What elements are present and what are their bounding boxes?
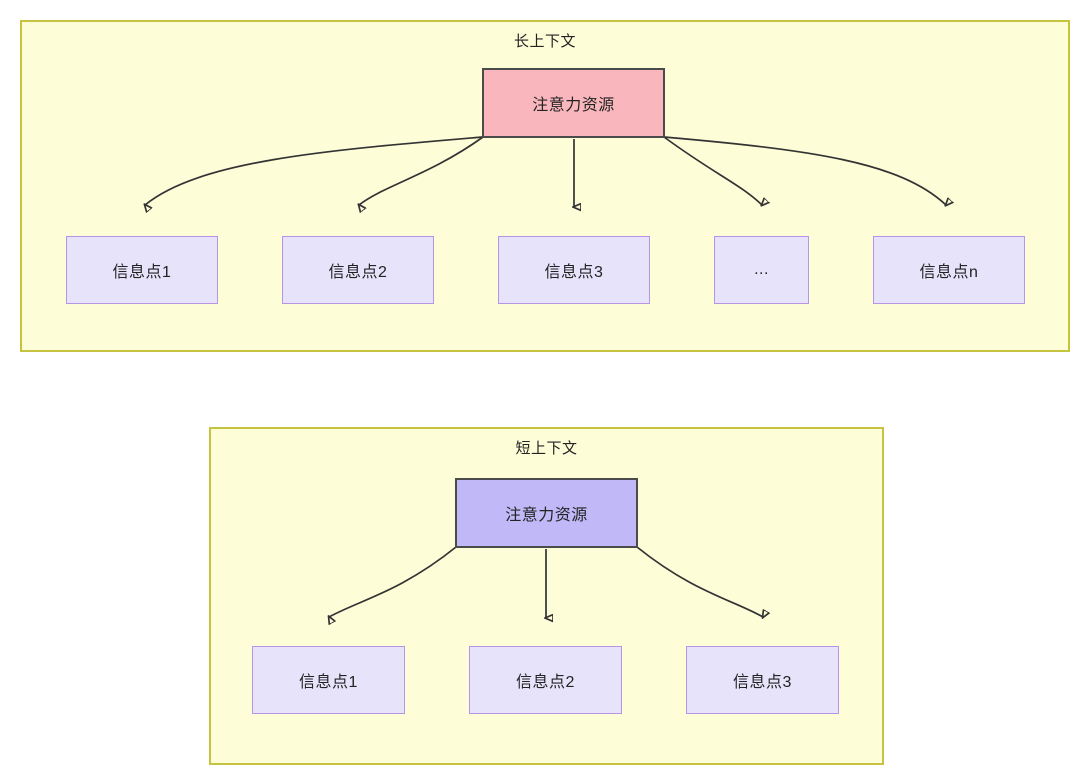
group-short-context-title: 短上下文 xyxy=(515,440,578,457)
node-long-info-2-label: 信息点2 xyxy=(328,264,388,281)
node-long-info-1[interactable]: 信息点1 xyxy=(66,236,218,304)
node-short-info-1-label: 信息点1 xyxy=(299,674,358,691)
node-long-info-2[interactable]: 信息点2 xyxy=(282,236,434,304)
group-long-context-title: 长上下文 xyxy=(513,33,576,50)
node-long-info-ellipsis[interactable]: ... xyxy=(714,236,809,304)
node-long-info-n[interactable]: 信息点n xyxy=(873,236,1025,304)
node-short-info-1[interactable]: 信息点1 xyxy=(252,646,405,714)
node-long-info-1-label: 信息点1 xyxy=(112,264,172,281)
node-short-info-3-label: 信息点3 xyxy=(733,674,792,691)
node-short-info-2-label: 信息点2 xyxy=(516,674,575,691)
node-short-info-2[interactable]: 信息点2 xyxy=(469,646,622,714)
node-long-info-3-label: 信息点3 xyxy=(544,264,604,281)
node-long-info-n-label: 信息点n xyxy=(919,264,979,281)
node-short-attention-resource-label: 注意力资源 xyxy=(505,507,588,524)
node-short-info-3[interactable]: 信息点3 xyxy=(686,646,839,714)
node-long-attention-resource-label: 注意力资源 xyxy=(532,97,615,114)
node-short-attention-resource[interactable]: 注意力资源 xyxy=(455,478,638,548)
node-long-info-ellipsis-label: ... xyxy=(754,261,769,278)
node-long-attention-resource[interactable]: 注意力资源 xyxy=(482,68,665,138)
node-long-info-3[interactable]: 信息点3 xyxy=(498,236,650,304)
